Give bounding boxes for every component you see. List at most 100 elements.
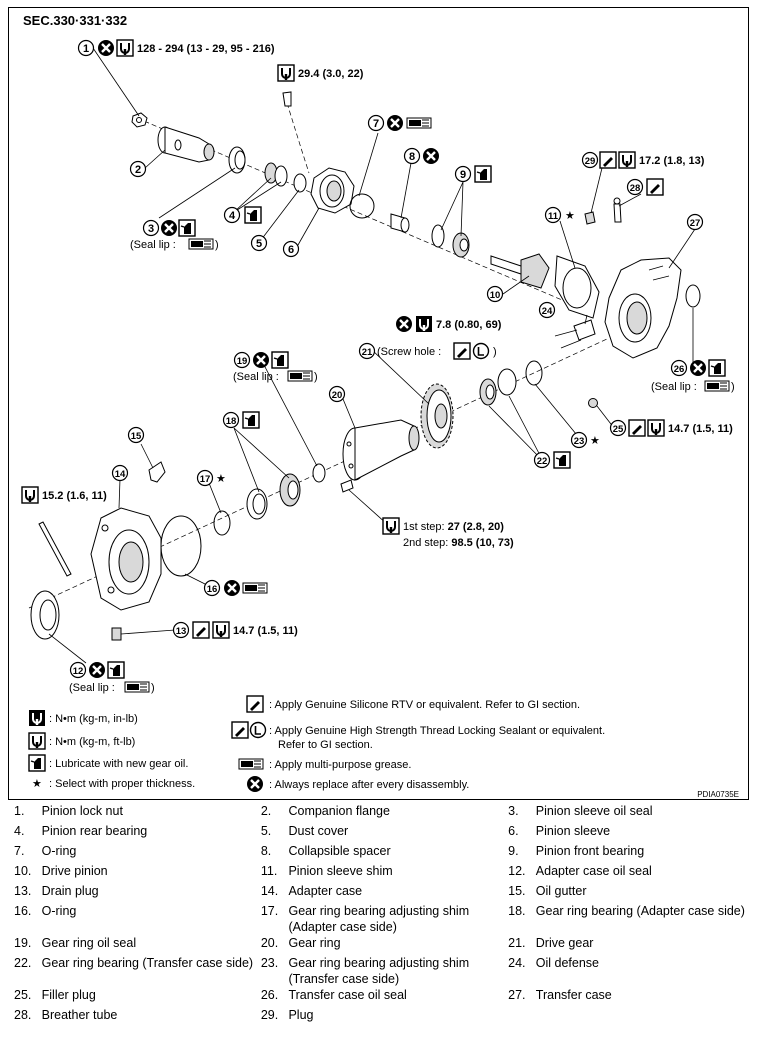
part-name: Gear ring bearing adjusting shim (Transf… xyxy=(288,956,470,986)
part-name: O-ring xyxy=(41,904,77,918)
exploded-view-diagram: SEC.330·331·332 xyxy=(8,7,749,800)
select-thickness-star: ★ xyxy=(565,210,575,222)
svg-text:: Apply Genuine Silicone RTV o: : Apply Genuine Silicone RTV or equivale… xyxy=(269,699,580,711)
svg-text:13: 13 xyxy=(176,626,187,637)
svg-text:10: 10 xyxy=(490,290,501,301)
svg-text:24: 24 xyxy=(542,306,553,317)
part-number: 5. xyxy=(260,824,272,838)
torque-defense: 7.8 (0.80, 69) xyxy=(436,319,502,331)
part-number: 15. xyxy=(508,884,526,898)
svg-text:26: 26 xyxy=(674,364,685,375)
plug-29 xyxy=(584,211,596,225)
part-name: Transfer case oil seal xyxy=(288,988,407,1002)
collapsible-spacer xyxy=(390,213,410,233)
part-number: 29. xyxy=(260,1008,279,1022)
svg-text:17: 17 xyxy=(200,474,211,485)
part-name: Pinion sleeve oil seal xyxy=(535,804,653,818)
callout-17: 17 xyxy=(196,469,214,487)
callout-4: 4 xyxy=(223,206,241,224)
part-number: 3. xyxy=(508,804,519,818)
adapter-case-bolt xyxy=(38,521,72,577)
torque-13: 14.7 (1.5, 11) xyxy=(233,625,298,637)
gear-oil-icon xyxy=(708,359,726,377)
callout-22: 22 xyxy=(533,451,551,469)
part-name: Gear ring oil seal xyxy=(41,936,137,950)
callout-9: 9 xyxy=(454,165,472,183)
svg-text:): ) xyxy=(731,381,735,393)
part-name: Gear ring bearing (Adapter case side) xyxy=(535,904,745,918)
svg-text:28: 28 xyxy=(630,183,641,194)
part-name: Dust cover xyxy=(288,824,349,838)
gear-ring-bearing-adjusting-shim-transfer-side xyxy=(525,360,543,386)
part-number: 27. xyxy=(508,988,526,1002)
replace-icon xyxy=(688,358,708,378)
screw-hole-note: (Screw hole : xyxy=(377,346,441,358)
adapter-case-oil-seal xyxy=(30,590,60,640)
rtv-icon xyxy=(599,151,617,169)
part-name: Transfer case xyxy=(535,988,612,1002)
drive-pinion xyxy=(490,253,550,289)
part-number: 25. xyxy=(14,988,32,1002)
torque-adapter: 15.2 (1.6, 11) xyxy=(42,490,107,502)
part-number: 19. xyxy=(14,936,32,950)
symbol-legend: : N•m (kg-m, in-lb) : N•m (kg-m, ft-lb) … xyxy=(28,695,739,799)
part-name: Filler plug xyxy=(41,988,96,1002)
gear-ring-oil-seal xyxy=(312,463,326,483)
torque-ftlb-icon xyxy=(382,517,400,535)
svg-text:: Lubricate with new gear oil.: : Lubricate with new gear oil. xyxy=(49,758,188,770)
part-name: Pinion front bearing xyxy=(535,844,645,858)
part-number: 1. xyxy=(14,804,25,818)
callout-11: 11 xyxy=(544,206,562,224)
part-number: 20. xyxy=(260,936,279,950)
callout-3: 3 xyxy=(142,219,160,237)
leader-lines xyxy=(48,47,698,664)
callout-15: 15 xyxy=(127,426,145,444)
gear-ring-bearing-transfer-side xyxy=(479,368,517,406)
part-name: Breather tube xyxy=(41,1008,118,1022)
thread-lock-icon xyxy=(472,342,490,360)
pinion-front-bearing xyxy=(431,224,470,258)
section-title: SEC.330·331·332 xyxy=(23,13,127,28)
replace-icon xyxy=(96,38,116,58)
part-number: 16. xyxy=(14,904,32,918)
bolt-axis-line xyxy=(286,102,310,174)
callout-6: 6 xyxy=(282,240,300,258)
callout-21: 21 xyxy=(358,342,376,360)
pinion-sleeve-shim xyxy=(554,255,600,319)
callouts: 1 2 3 4 5 6 7 8 9 10 11 12 13 14 15 16 1… xyxy=(69,39,704,679)
part-number: 9. xyxy=(508,844,519,858)
svg-text:1: 1 xyxy=(83,43,89,55)
part-name: Gear ring xyxy=(288,936,341,950)
pinion-axis-line xyxy=(136,117,570,304)
callout-25: 25 xyxy=(609,419,627,437)
part-number: 6. xyxy=(508,824,519,838)
part-name: Oil defense xyxy=(535,956,600,970)
part-number: 14. xyxy=(260,884,279,898)
callout-5: 5 xyxy=(250,234,268,252)
seal-lip-note-12: (Seal lip : xyxy=(69,682,115,694)
part-name: Pinion rear bearing xyxy=(41,824,148,838)
part-number: 18. xyxy=(508,904,526,918)
gear-oil-icon xyxy=(474,165,492,183)
callout-29: 29 xyxy=(581,151,599,169)
seal-lip-note-3: (Seal lip : xyxy=(130,239,176,251)
part-name: Oil gutter xyxy=(535,884,587,898)
part-name: Companion flange xyxy=(288,804,390,818)
parts-row: 22.Gear ring bearing (Transfer case side… xyxy=(8,955,749,987)
svg-text:: Select with proper thickness: : Select with proper thickness. xyxy=(49,778,195,790)
svg-text:Refer to GI section.: Refer to GI section. xyxy=(278,739,373,751)
gear-oil-icon xyxy=(271,351,289,369)
grease-icon xyxy=(188,238,214,250)
svg-text:: Apply Genuine High Strength: : Apply Genuine High Strength Thread Loc… xyxy=(269,725,605,737)
pinion-sleeve-bolt xyxy=(282,91,292,107)
part-name: O-ring xyxy=(41,844,77,858)
callout-7: 7 xyxy=(367,114,385,132)
select-thickness-star: ★ xyxy=(216,473,226,485)
svg-text:: Apply multi-purpose grease.: : Apply multi-purpose grease. xyxy=(269,759,411,771)
part-number: 26. xyxy=(260,988,279,1002)
pinion-sleeve-oil-seal xyxy=(228,146,246,174)
gear-ring-bearing-adapter-side xyxy=(246,473,301,520)
